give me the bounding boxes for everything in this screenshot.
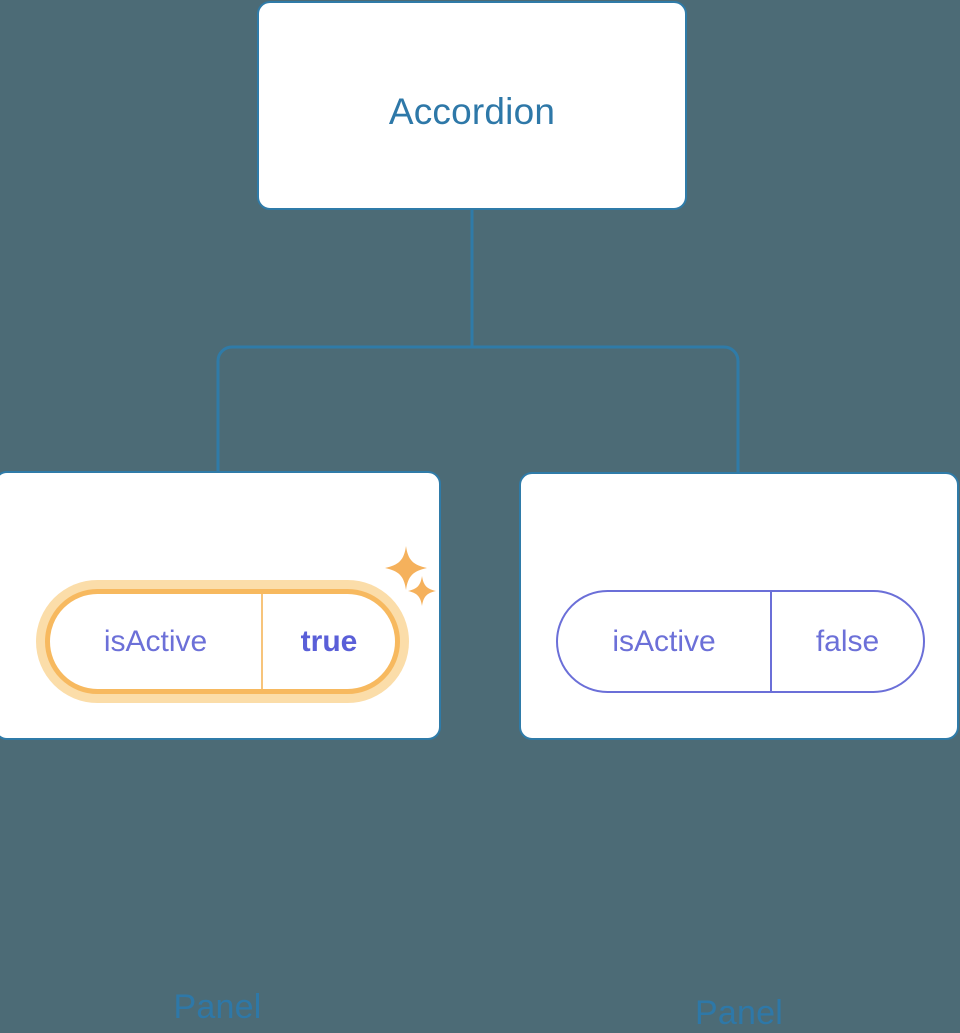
node-panel-active-title: Panel	[173, 988, 262, 1026]
prop-value-label: true	[300, 624, 358, 658]
connector-branch-right	[472, 345, 740, 472]
prop-key-label: isActive	[50, 594, 263, 689]
connector-branch-left	[216, 345, 472, 471]
node-panel-inactive-title: Panel	[695, 994, 783, 1032]
prop-value-label: false	[815, 624, 880, 658]
node-accordion-title: Accordion	[388, 91, 556, 132]
prop-pill-isactive-true[interactable]: isActive true	[45, 589, 400, 694]
prop-pill-isactive-false[interactable]: isActive false	[556, 590, 925, 693]
prop-key-label: isActive	[558, 592, 772, 691]
node-accordion[interactable]: Accordion	[257, 1, 687, 210]
